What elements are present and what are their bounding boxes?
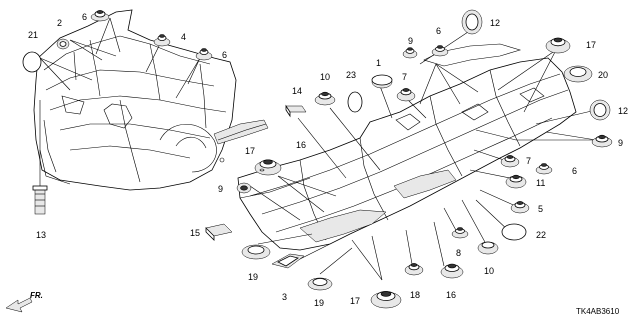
callout-11: 11	[536, 178, 545, 188]
callout-17-left: 17	[245, 146, 255, 156]
plug-part-1	[371, 74, 393, 89]
grommet-part-6-top	[90, 10, 110, 22]
callout-23: 23	[346, 70, 356, 80]
grommet-part-10-bottom	[477, 241, 499, 255]
callout-16-bottom: 16	[446, 290, 456, 300]
grommet-part-11	[505, 174, 527, 189]
seal-part-3	[271, 253, 305, 269]
callout-13: 13	[36, 230, 46, 240]
front-direction-label: FR.	[30, 291, 43, 300]
callout-6-top-left: 6	[82, 12, 87, 22]
leader-lines	[39, 17, 597, 281]
callout-19-left: 19	[248, 272, 258, 282]
callout-12-right: 12	[618, 106, 628, 116]
callout-5: 5	[538, 204, 543, 214]
callout-9-top: 9	[408, 36, 413, 46]
grommet-part-9-right	[402, 47, 418, 59]
callout-17-bottom: 17	[350, 296, 360, 306]
grommet-part-5	[510, 201, 530, 214]
callout-18: 18	[410, 290, 420, 300]
callout-19-bottom: 19	[314, 298, 324, 308]
grommet-part-8	[451, 227, 469, 239]
callout-9-left: 9	[218, 184, 223, 194]
callout-8: 8	[456, 248, 461, 258]
grommet-part-19-left	[241, 244, 271, 260]
grommet-part-17-right	[545, 37, 571, 54]
grommet-part-6-right-top	[431, 45, 449, 57]
callout-16-center: 16	[296, 140, 306, 150]
callout-4: 4	[181, 32, 186, 42]
pad-part-14	[285, 104, 307, 118]
callout-6-left: 6	[222, 50, 227, 60]
plug-part-2	[56, 38, 70, 50]
callout-12-top: 12	[490, 18, 500, 28]
grommet-part-20	[563, 65, 593, 83]
grommet-part-16-center	[254, 159, 282, 176]
seal-part-23	[347, 91, 363, 113]
callout-22: 22	[536, 230, 546, 240]
grommet-part-10-top	[314, 91, 336, 106]
plug-part-9-left	[236, 182, 252, 194]
callout-6-top-right: 6	[436, 26, 441, 36]
callout-3: 3	[282, 292, 287, 302]
seal-part-21	[22, 51, 42, 73]
callout-14: 14	[292, 86, 302, 96]
parts	[22, 9, 613, 309]
floor-panel	[237, 43, 577, 251]
grommet-part-19-bottom	[307, 277, 333, 291]
callout-1: 1	[376, 58, 381, 68]
callout-2: 2	[57, 18, 62, 28]
grommet-part-6-left	[195, 48, 213, 61]
callout-6-right: 6	[572, 166, 577, 176]
grommet-part-17-left	[259, 168, 265, 172]
callout-17-right: 17	[586, 40, 596, 50]
callout-20: 20	[598, 70, 608, 80]
plug-part-12-top	[461, 9, 483, 35]
grommet-part-17-bottom	[370, 291, 402, 309]
grommet-part-18	[404, 263, 424, 276]
grommet-part-4	[153, 34, 171, 47]
callout-7-right: 7	[526, 156, 531, 166]
callout-9-right: 9	[618, 138, 623, 148]
callout-10-bottom: 10	[484, 266, 494, 276]
grommet-part-9-far-right	[591, 134, 613, 148]
pad-part-15	[205, 223, 233, 241]
diagram-code: TK4AB3610	[576, 307, 620, 316]
grommet-part-16-bottom	[440, 263, 464, 279]
grommet-part-6-right	[535, 163, 553, 175]
plug-part-12-right	[589, 99, 611, 121]
callout-21: 21	[28, 30, 38, 40]
front-direction-arrow: FR.	[5, 291, 43, 313]
callout-10-top: 10	[320, 72, 330, 82]
front-body-assembly	[33, 9, 269, 191]
fastener-part-13	[32, 185, 48, 215]
seal-part-22	[501, 223, 527, 241]
callout-7-top: 7	[402, 72, 407, 82]
grommet-part-7-top	[396, 88, 416, 102]
callout-15: 15	[190, 228, 200, 238]
grommet-part-7-right	[500, 155, 520, 168]
callout-numbers: 21 2 6 4 6 13 14 10 23 1 17 16 9 15 19 3…	[28, 12, 628, 316]
